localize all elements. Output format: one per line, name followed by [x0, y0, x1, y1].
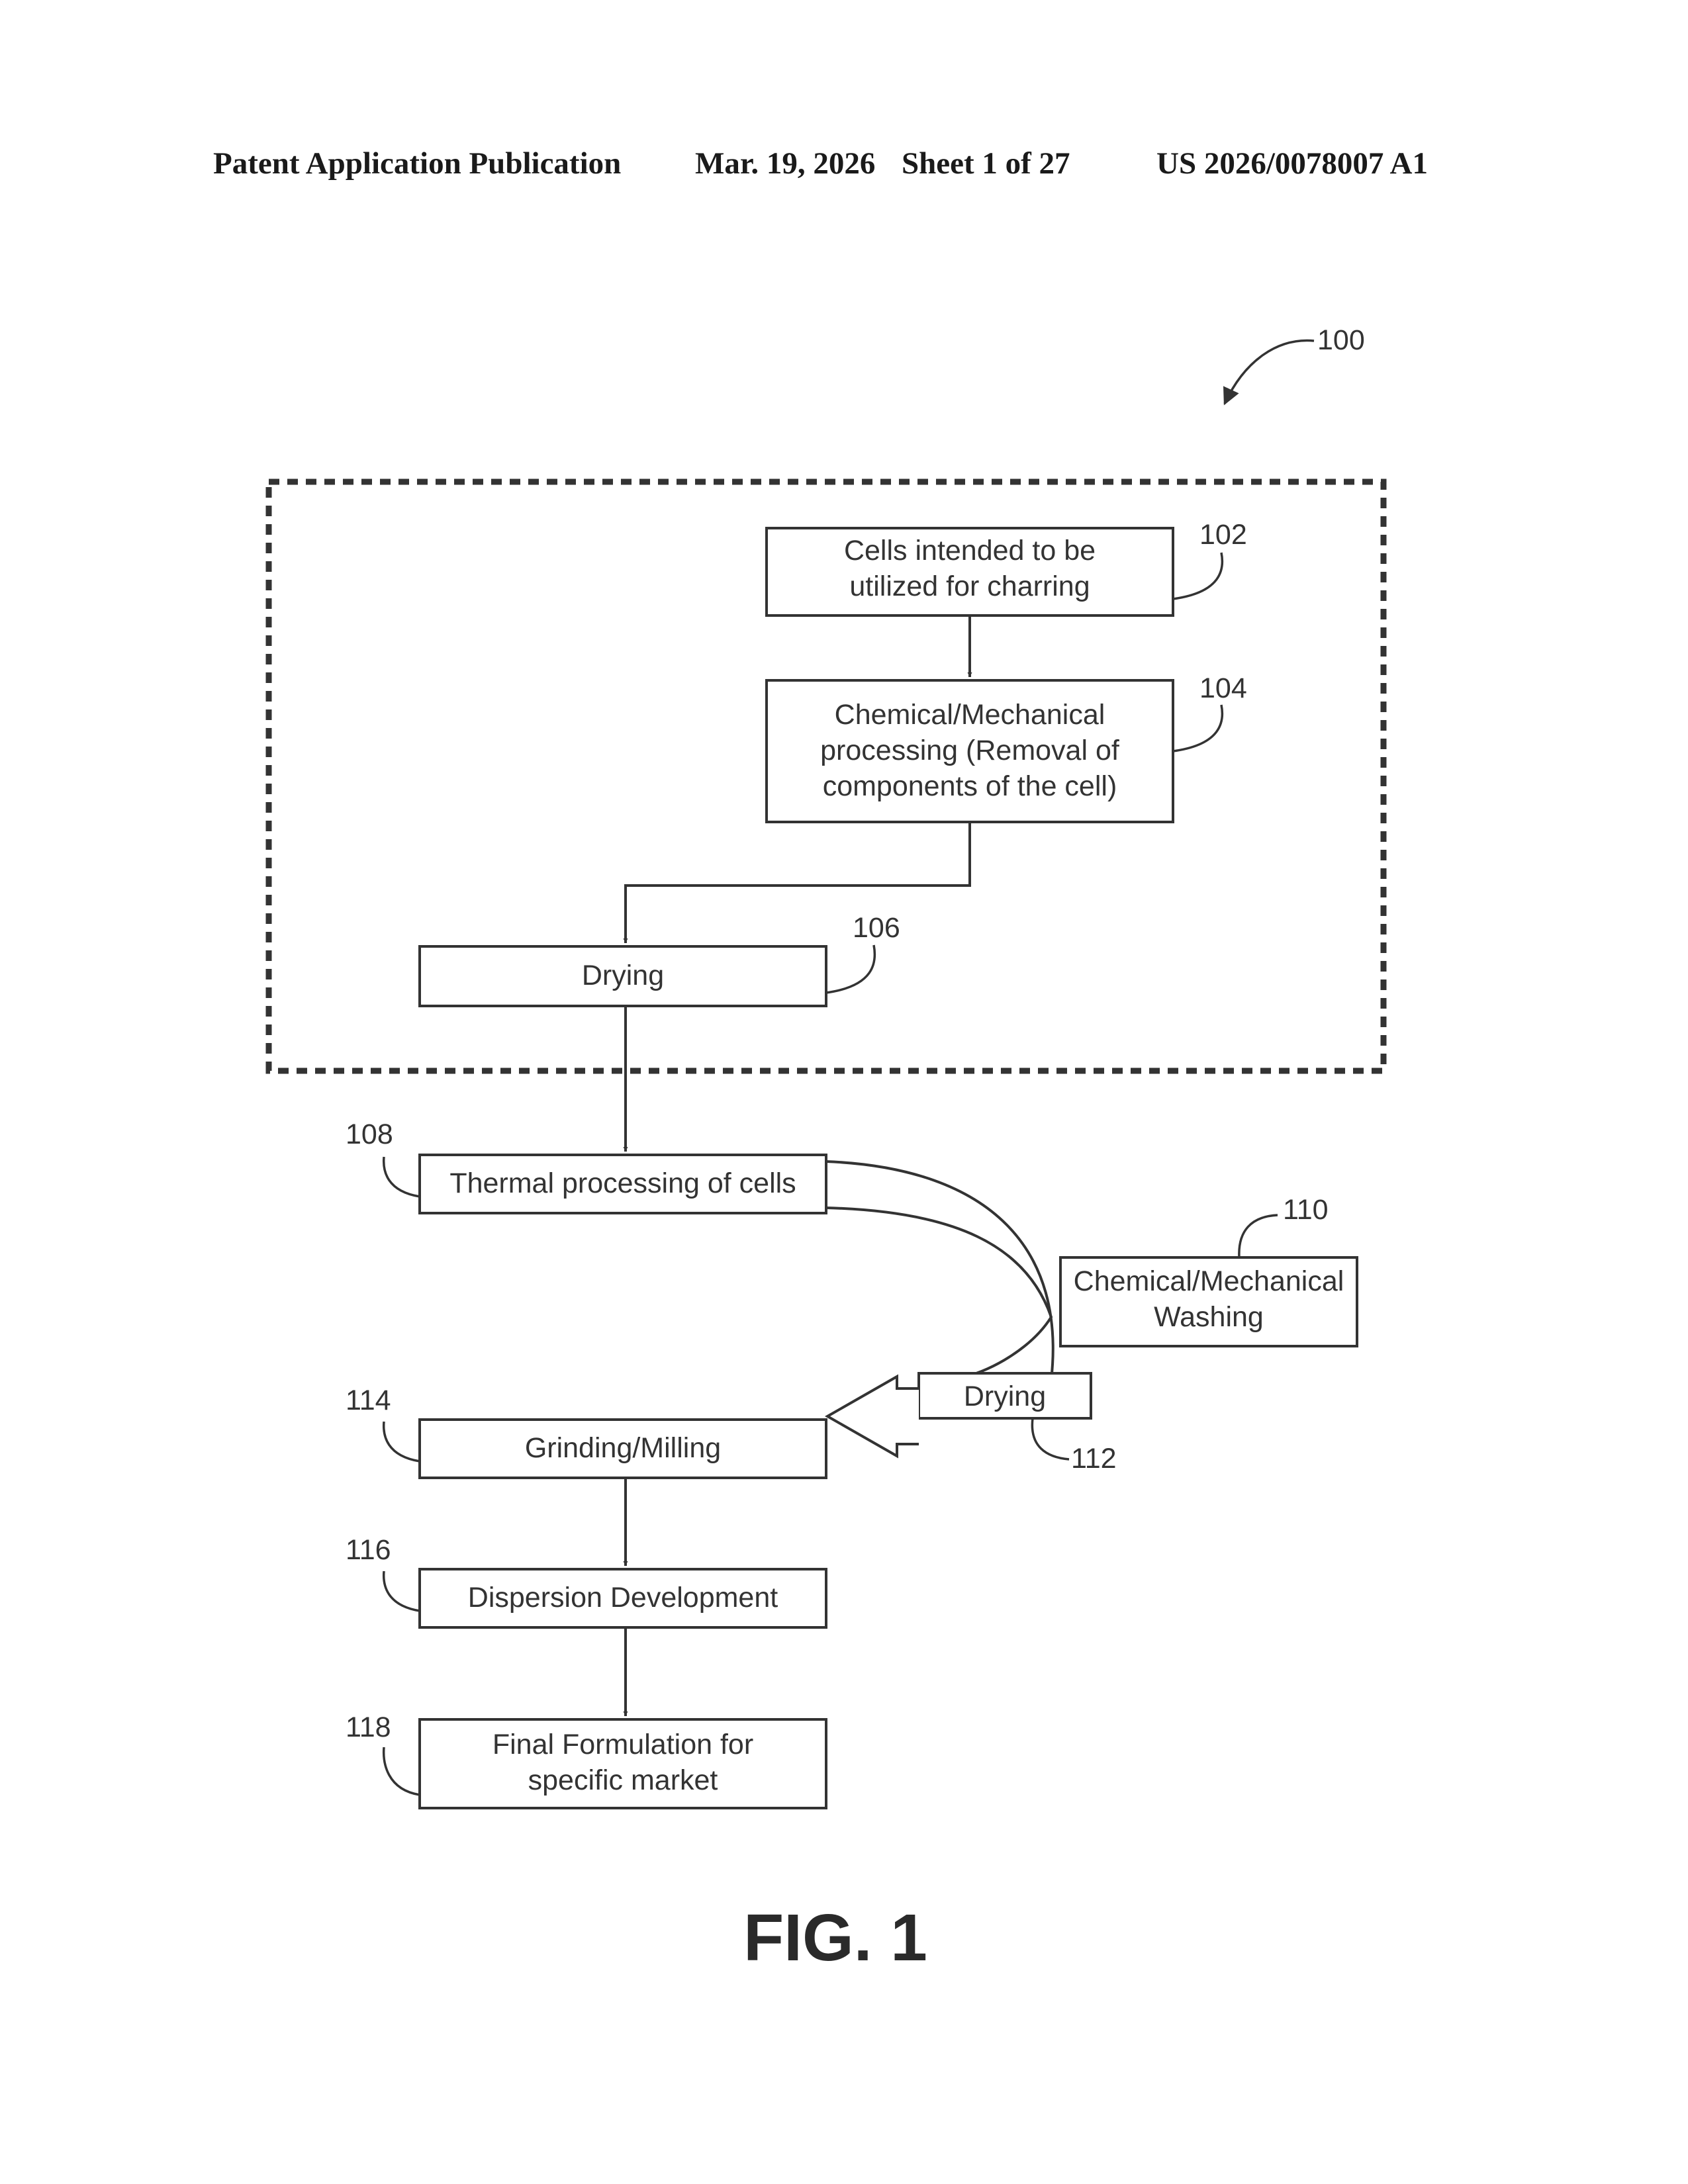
step-114-text: Grinding/Milling: [525, 1432, 721, 1464]
ref-100-label: 100: [1317, 324, 1365, 356]
step-108-ref: 108: [346, 1118, 393, 1150]
step-104-leader: [1173, 705, 1222, 751]
step-114-leader: [384, 1422, 420, 1461]
step-106-leader: [826, 945, 874, 993]
step-110: Chemical/Mechanical Washing 110: [1060, 1194, 1357, 1346]
ref-100-leader: [1225, 341, 1314, 404]
step-104-text-line2: processing (Removal of: [820, 735, 1120, 766]
step-102: Cells intended to be utilized for charri…: [767, 519, 1247, 615]
step-116-ref: 116: [346, 1534, 391, 1566]
step-116-text: Dispersion Development: [468, 1582, 778, 1614]
step-102-ref: 102: [1199, 519, 1247, 551]
ref-100-callout: 100: [1225, 324, 1365, 404]
arrow-104-to-106: [626, 822, 970, 943]
step-118-leader: [384, 1747, 420, 1795]
step-110-text-line1: Chemical/Mechanical: [1074, 1265, 1344, 1297]
step-110-text-line2: Washing: [1154, 1301, 1264, 1333]
step-112-text: Drying: [964, 1381, 1046, 1412]
step-102-leader: [1173, 553, 1222, 599]
step-104-text-line3: components of the cell): [823, 770, 1117, 802]
step-114: Grinding/Milling 114: [346, 1385, 826, 1478]
flow-curve-outer: [826, 1161, 1053, 1380]
step-108: Thermal processing of cells 108: [346, 1118, 826, 1213]
step-110-leader: [1239, 1215, 1278, 1257]
step-112-ref: 112: [1071, 1443, 1117, 1475]
step-114-ref: 114: [346, 1385, 391, 1416]
step-118-text-line2: specific market: [528, 1764, 718, 1796]
step-106-ref: 106: [853, 912, 900, 944]
step-106: Drying 106: [420, 912, 900, 1006]
step-118-text-line1: Final Formulation for: [492, 1729, 753, 1760]
step-108-leader: [384, 1157, 420, 1197]
step-116-leader: [384, 1571, 420, 1611]
block-arrow-112-to-114: [827, 1377, 919, 1456]
step-104-ref: 104: [1199, 672, 1247, 704]
step-104-text-line1: Chemical/Mechanical: [835, 699, 1105, 731]
step-118-ref: 118: [346, 1711, 391, 1743]
step-112-leader: [1032, 1418, 1069, 1459]
step-110-ref: 110: [1283, 1194, 1329, 1226]
step-112: Drying 112: [919, 1373, 1117, 1475]
flow-curve-inner: [826, 1208, 1051, 1377]
step-106-text: Drying: [582, 960, 664, 991]
step-116: Dispersion Development 116: [346, 1534, 826, 1627]
step-104: Chemical/Mechanical processing (Removal …: [767, 672, 1247, 822]
step-102-text-line1: Cells intended to be: [844, 535, 1096, 567]
figure-caption: FIG. 1: [743, 1901, 927, 1975]
step-102-text-line2: utilized for charring: [849, 570, 1090, 602]
step-108-text: Thermal processing of cells: [449, 1167, 796, 1199]
step-118: Final Formulation for specific market 11…: [346, 1711, 826, 1808]
